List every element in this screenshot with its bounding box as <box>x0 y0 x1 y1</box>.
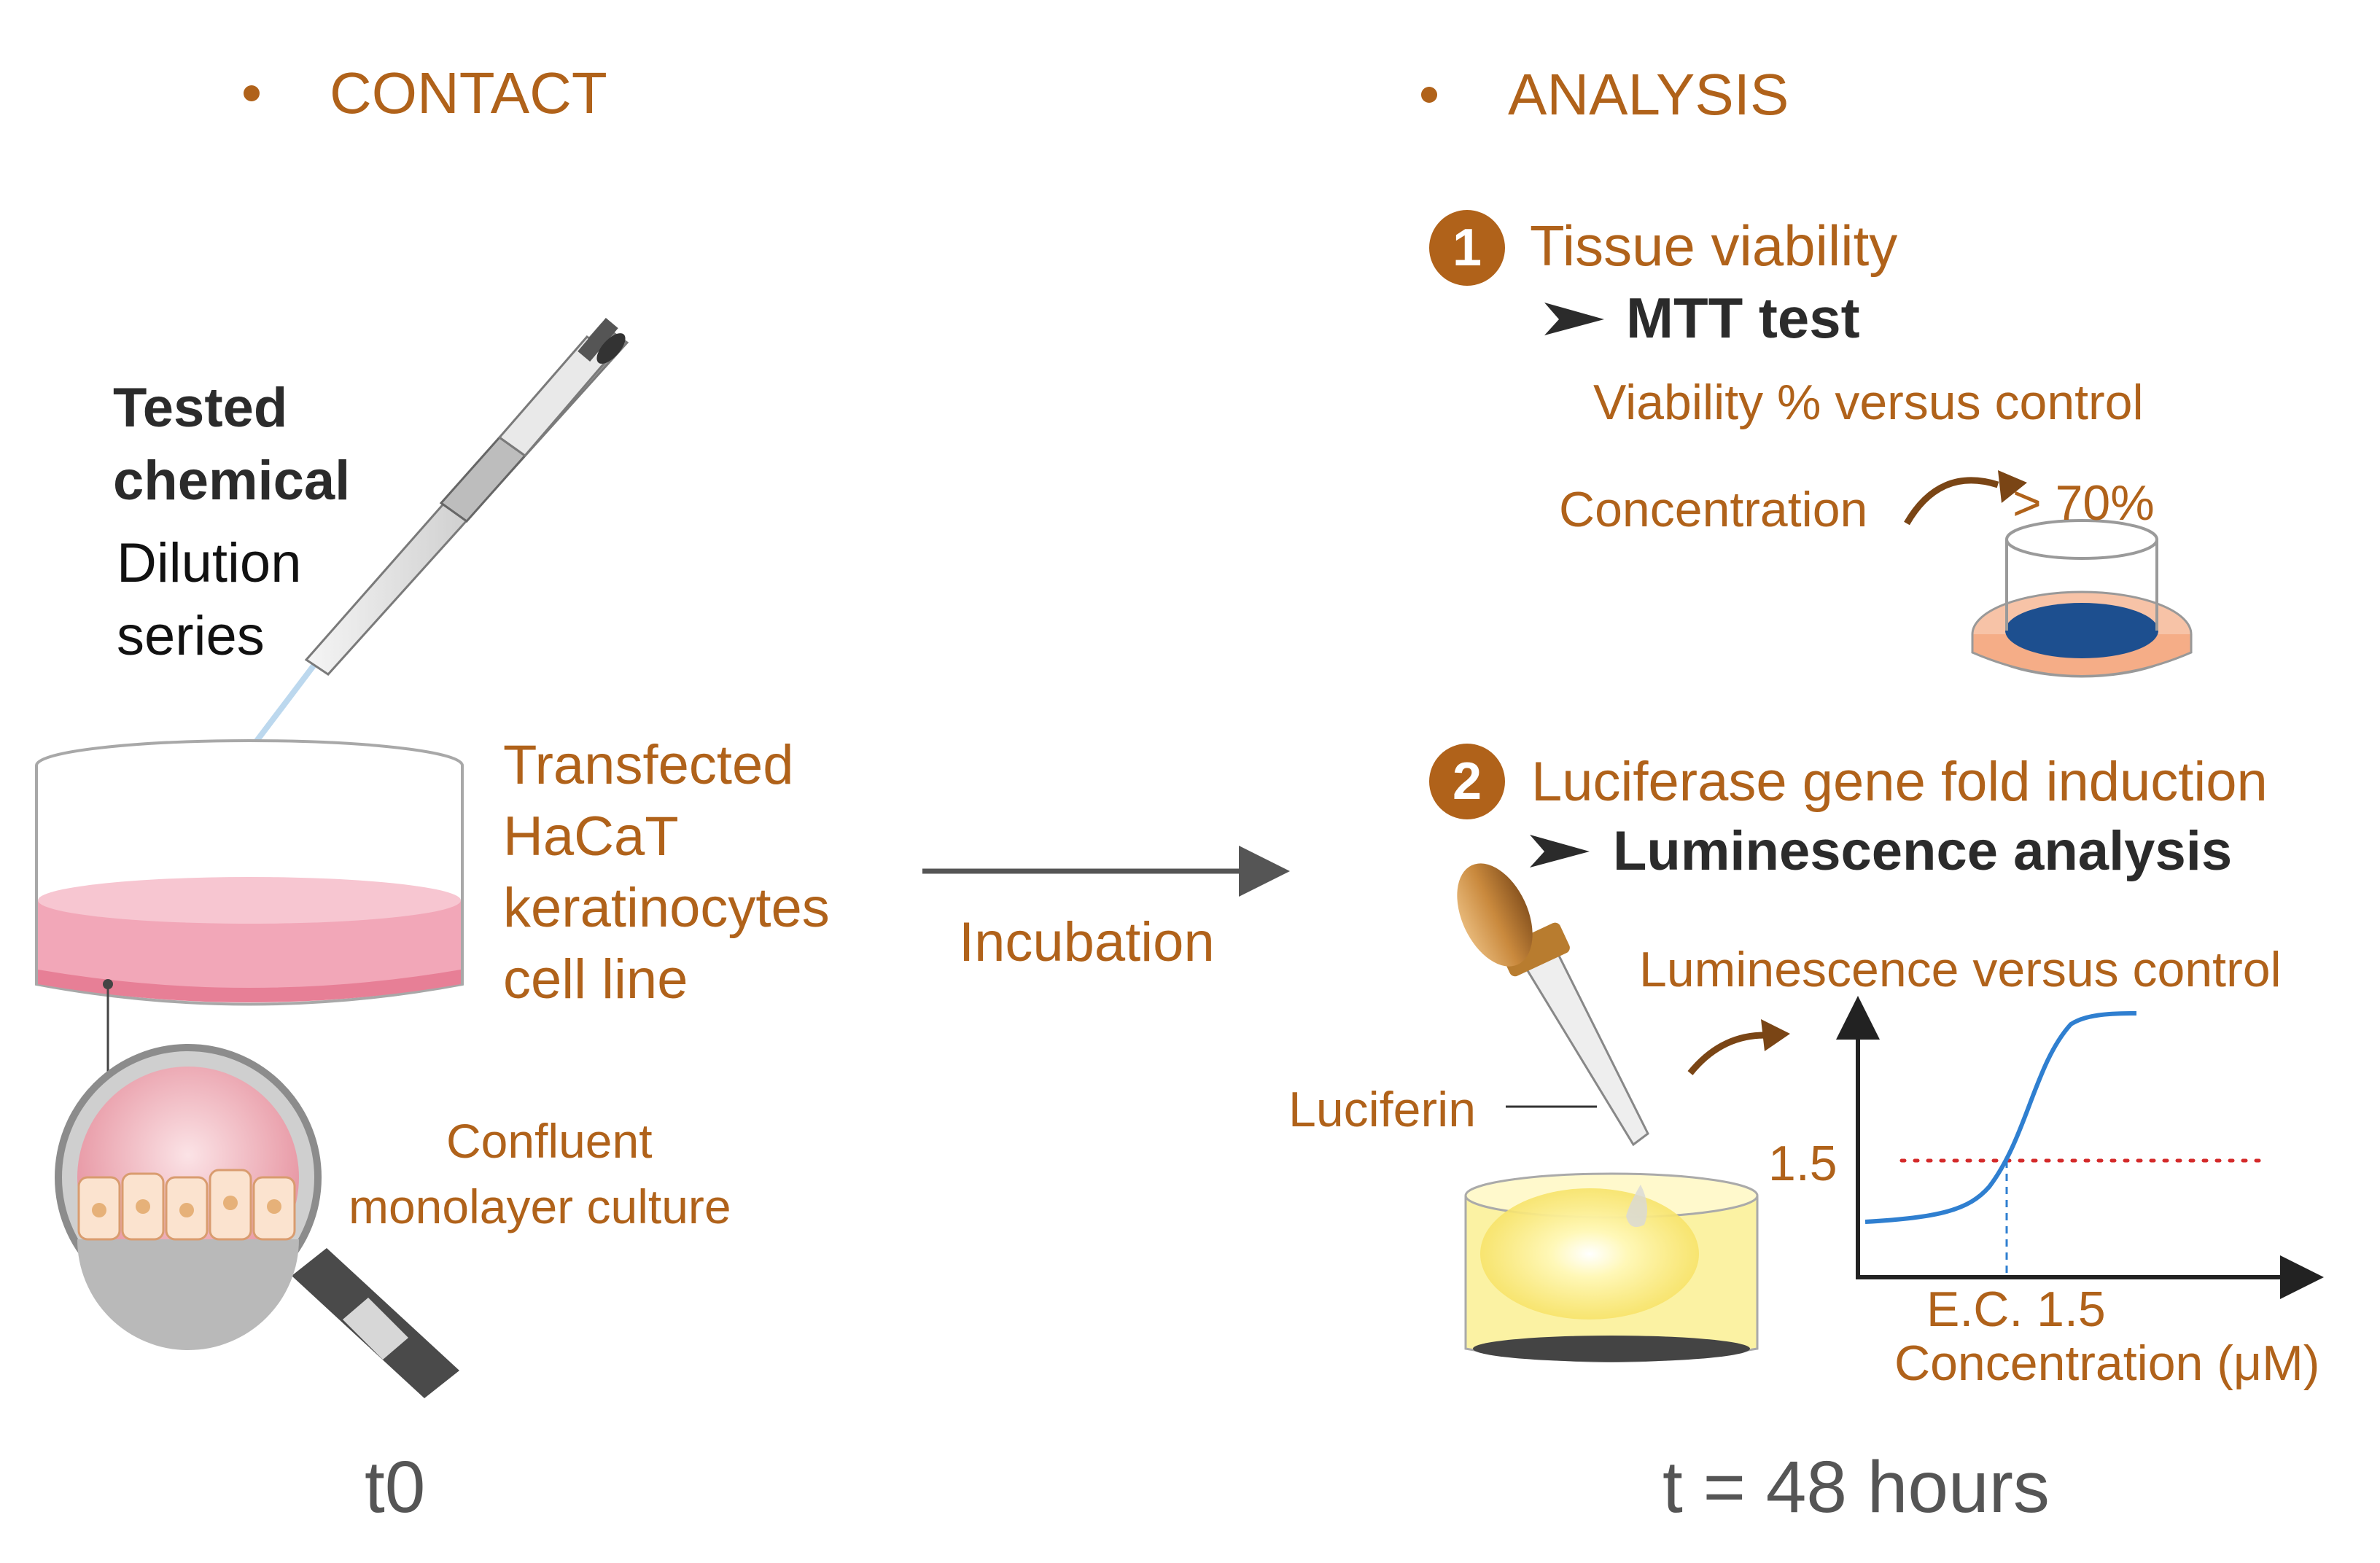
dose-response-graph <box>1836 996 2324 1299</box>
dropper-icon <box>1457 863 1649 1147</box>
step1-description: Viability % versus control <box>1593 375 2144 430</box>
step1-badge-icon <box>1429 210 1505 286</box>
step1-method: MTT test <box>1626 286 1860 350</box>
step1-threshold: > 70% <box>2012 475 2155 531</box>
luminescent-well-icon <box>1464 1172 1759 1363</box>
step2-title: Luciferase gene fold induction <box>1531 751 2268 813</box>
viability-curved-arrow <box>1904 477 1999 526</box>
magnifier-icon <box>55 1044 459 1398</box>
contact-time: t0 <box>365 1446 426 1528</box>
cells-label-line2: HaCaT <box>503 806 679 868</box>
graph-y-mark: 1.5 <box>1768 1136 1838 1191</box>
incubation-label: Incubation <box>959 911 1215 973</box>
cells-label-line3: keratinocytes <box>503 877 830 939</box>
cells-label-line1: Transfected <box>503 734 794 796</box>
step2-number: 2 <box>1452 752 1482 811</box>
step2-method: Luminescence analysis <box>1613 820 2233 882</box>
dose-response-curve <box>1864 1011 2137 1224</box>
step2-description: Luminescence versus control <box>1639 942 2282 997</box>
dilution-label-line1: Dilution <box>117 532 302 594</box>
cells-label-line4: cell line <box>503 948 688 1010</box>
chemical-label-line1: Tested <box>113 377 288 439</box>
step1-concentration: Concentration <box>1559 482 1868 537</box>
dilution-label-line2: series <box>117 605 265 667</box>
mtt-well-icon <box>1971 519 2193 678</box>
analysis-heading: ANALYSIS <box>1508 62 1789 127</box>
chemical-label-line2: chemical <box>113 450 351 512</box>
graph-x-mark: E.C. 1.5 <box>1926 1282 2106 1337</box>
analysis-time: t = 48 hours <box>1662 1446 2050 1528</box>
step2-badge-icon <box>1429 744 1505 819</box>
contact-heading: CONTACT <box>330 61 607 125</box>
graph-x-axis-label: Concentration (μM) <box>1894 1336 2320 1391</box>
step2-chevron-icon <box>1530 835 1590 868</box>
luminescence-curved-arrow <box>1687 1032 1765 1075</box>
step1-chevron-icon <box>1544 303 1604 335</box>
step1-title: Tissue viability <box>1530 214 1898 278</box>
culture-label-line1: Confluent <box>446 1114 653 1168</box>
luciferin-label: Luciferin <box>1288 1082 1477 1137</box>
culture-dish-icon <box>35 739 464 1006</box>
culture-label-line2: monolayer culture <box>349 1180 731 1233</box>
analysis-bullet-icon <box>1421 87 1437 103</box>
pipette-icon <box>216 317 629 793</box>
contact-bullet-icon <box>244 85 260 101</box>
step1-number: 1 <box>1452 219 1482 277</box>
